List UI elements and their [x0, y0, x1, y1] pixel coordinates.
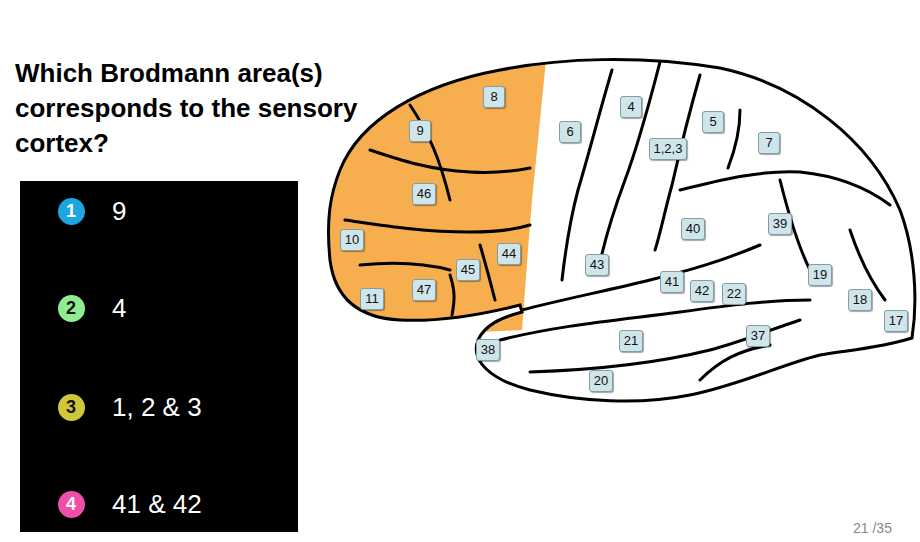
brodmann-area-box: 22	[722, 283, 746, 305]
area-number: 11	[365, 291, 379, 306]
brodmann-area-box: 9	[409, 120, 431, 142]
brodmann-area-box: 42	[690, 280, 714, 302]
area-number: 22	[727, 286, 741, 301]
area-number: 4	[627, 99, 634, 114]
brodmann-area-box: 46	[412, 183, 436, 205]
page-number: 21 /35	[853, 520, 892, 536]
area-number: 9	[416, 123, 423, 138]
brodmann-area-box: 43	[585, 254, 609, 276]
area-number: 37	[751, 328, 765, 343]
brodmann-area-box: 1,2,3	[649, 138, 688, 160]
brodmann-area-box: 4	[620, 96, 642, 118]
area-number: 47	[417, 282, 431, 297]
option-text: 4	[112, 293, 126, 323]
brodmann-area-box: 5	[702, 111, 724, 133]
brodmann-area-box: 20	[589, 370, 613, 392]
sulci	[345, 62, 890, 380]
area-number: 19	[813, 267, 827, 282]
brodmann-area-box: 10	[340, 229, 364, 251]
area-number: 20	[594, 373, 608, 388]
area-number: 18	[853, 292, 867, 307]
area-number: 39	[773, 216, 787, 231]
slide-title: Which Brodmann area(s) corresponds to th…	[15, 56, 360, 161]
option-number: 3	[66, 397, 76, 418]
area-number: 43	[590, 257, 604, 272]
brodmann-area-box: 18	[848, 289, 872, 311]
option-number: 1	[66, 201, 76, 222]
area-number: 7	[765, 135, 772, 150]
area-number: 40	[686, 221, 700, 236]
answer-panel	[20, 181, 298, 532]
brodmann-area-box: 41	[660, 271, 684, 293]
area-number: 45	[461, 262, 475, 277]
area-number: 8	[490, 89, 497, 104]
option-number: 4	[66, 494, 76, 515]
area-number: 42	[695, 283, 709, 298]
area-number: 41	[665, 274, 679, 289]
option-number: 2	[66, 298, 76, 319]
option-text: 9	[112, 196, 126, 226]
area-number: 44	[502, 246, 516, 261]
brodmann-area-box: 45	[456, 259, 480, 281]
prefrontal-highlight	[300, 40, 548, 340]
brodmann-area-box: 19	[808, 264, 832, 286]
brain-outline	[328, 60, 914, 401]
option-circle: 2	[58, 295, 85, 322]
option-circle: 3	[58, 394, 85, 421]
option-circle: 1	[58, 198, 85, 225]
brodmann-area-box: 21	[619, 330, 643, 352]
area-number: 46	[417, 186, 431, 201]
option-text: 1, 2 & 3	[112, 392, 202, 422]
area-number: 17	[889, 313, 903, 328]
brodmann-area-box: 40	[681, 218, 705, 240]
brodmann-area-box: 7	[758, 132, 780, 154]
option-circle: 4	[58, 491, 85, 518]
area-number: 6	[566, 124, 573, 139]
area-number: 1,2,3	[654, 141, 683, 156]
brodmann-area-box: 17	[884, 310, 908, 332]
brodmann-area-box: 39	[768, 213, 792, 235]
option-text: 41 & 42	[112, 489, 202, 519]
area-number: 38	[481, 342, 495, 357]
brodmann-area-box: 44	[497, 243, 521, 265]
brodmann-area-box: 11	[360, 288, 384, 310]
area-number: 10	[345, 232, 359, 247]
brodmann-area-box: 37	[746, 325, 770, 347]
area-number: 5	[709, 114, 716, 129]
brodmann-area-box: 8	[483, 86, 505, 108]
brodmann-area-box: 6	[559, 121, 581, 143]
area-number: 21	[624, 333, 638, 348]
brodmann-area-box: 38	[476, 339, 500, 361]
brodmann-area-box: 47	[412, 279, 436, 301]
